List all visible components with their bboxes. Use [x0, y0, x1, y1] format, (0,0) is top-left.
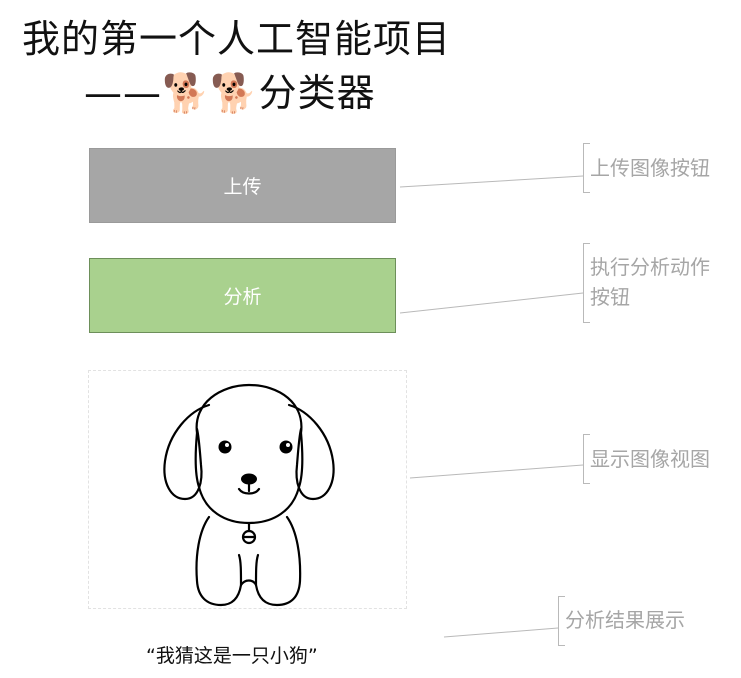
result-text: “我猜这是一只小狗” — [146, 645, 318, 667]
analyze-connector-line — [399, 292, 584, 314]
image-view-callout: 显示图像视图 — [590, 447, 710, 471]
page-title: 我的第一个人工智能项目 — [22, 17, 452, 61]
analyze-button-label: 分析 — [223, 286, 262, 308]
title-dash: —— — [84, 71, 162, 115]
analyze-callout-line1: 执行分析动作 — [590, 255, 710, 279]
analyze-callout-bracket — [583, 243, 590, 323]
page-subtitle: ——🐕🐕分类器 — [84, 62, 376, 117]
result-callout: 分析结果展示 — [565, 608, 685, 632]
result-connector-line — [443, 627, 559, 638]
image-view — [88, 370, 407, 609]
result-callout-bracket — [558, 596, 565, 646]
image-view-callout-bracket — [583, 434, 590, 484]
image-view-connector-line — [409, 464, 584, 479]
upload-button-label: 上传 — [223, 176, 262, 198]
analyze-callout: 执行分析动作 按钮 — [590, 252, 710, 312]
upload-callout-bracket — [583, 143, 590, 193]
analyze-button[interactable]: 分析 — [89, 258, 396, 333]
title-classifier-text: 分类器 — [258, 71, 376, 115]
analyze-callout-line2: 按钮 — [590, 285, 630, 309]
dog-icon: 🐕🐕 — [162, 71, 259, 115]
upload-connector-line — [399, 175, 584, 188]
dog-illustration — [163, 383, 335, 607]
upload-button[interactable]: 上传 — [89, 148, 396, 223]
upload-callout: 上传图像按钮 — [590, 156, 710, 180]
